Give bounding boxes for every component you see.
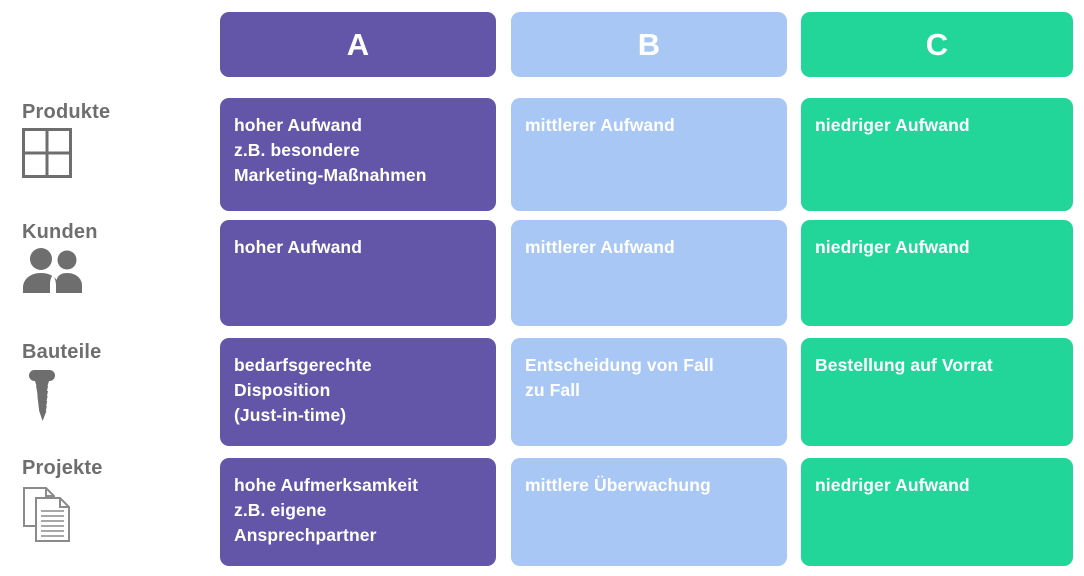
row-label-column: Produkte Kunden [22,0,208,576]
cell-projekte-a-text: hohe Aufmerksamkeit z.B. eigene Ansprech… [234,475,419,545]
cell-kunden-a-text: hoher Aufwand [234,237,363,257]
screw-icon [22,368,208,429]
column-header-a[interactable]: A [220,12,496,77]
users-icon [22,248,208,301]
column-header-b[interactable]: B [511,12,787,77]
row-label-projekte: Projekte [22,457,208,549]
row-label-bauteile: Bauteile [22,341,208,429]
cell-produkte-a[interactable]: hoher Aufwand z.B. besondere Marketing-M… [220,98,496,211]
column-header-b-label: B [637,27,661,62]
cell-kunden-a[interactable]: hoher Aufwand [220,220,496,326]
row-label-produkte: Produkte [22,101,208,185]
cell-bauteile-a-text: bedarfsgerechte Disposition (Just-in-tim… [234,355,372,425]
column-header-c-label: C [925,27,949,62]
documents-icon [22,484,208,549]
row-label-projekte-text: Projekte [22,457,103,479]
column-header-a-label: A [346,27,370,62]
cell-projekte-a[interactable]: hohe Aufmerksamkeit z.B. eigene Ansprech… [220,458,496,566]
cell-projekte-c[interactable]: niedriger Aufwand [801,458,1073,566]
cell-bauteile-c[interactable]: Bestellung auf Vorrat [801,338,1073,446]
cell-bauteile-b[interactable]: Entscheidung von Fall zu Fall [511,338,787,446]
cell-bauteile-c-text: Bestellung auf Vorrat [815,355,993,375]
cell-kunden-c[interactable]: niedriger Aufwand [801,220,1073,326]
column-header-c[interactable]: C [801,12,1073,77]
cell-produkte-a-text: hoher Aufwand z.B. besondere Marketing-M… [234,115,427,185]
cell-bauteile-a[interactable]: bedarfsgerechte Disposition (Just-in-tim… [220,338,496,446]
cell-produkte-b-text: mittlerer Aufwand [525,115,675,135]
cell-projekte-c-text: niedriger Aufwand [815,475,970,495]
cell-produkte-c-text: niedriger Aufwand [815,115,970,135]
cell-bauteile-b-text: Entscheidung von Fall zu Fall [525,355,714,400]
grid-2x2-icon [22,128,208,185]
row-label-bauteile-text: Bauteile [22,341,102,363]
row-label-kunden: Kunden [22,221,208,301]
cell-kunden-b-text: mittlerer Aufwand [525,237,675,257]
row-label-kunden-text: Kunden [22,221,98,243]
cell-kunden-b[interactable]: mittlerer Aufwand [511,220,787,326]
row-label-produkte-text: Produkte [22,101,111,123]
cell-projekte-b-text: mittlere Überwachung [525,475,711,495]
cell-produkte-c[interactable]: niedriger Aufwand [801,98,1073,211]
cell-projekte-b[interactable]: mittlere Überwachung [511,458,787,566]
cell-kunden-c-text: niedriger Aufwand [815,237,970,257]
cell-produkte-b[interactable]: mittlerer Aufwand [511,98,787,211]
